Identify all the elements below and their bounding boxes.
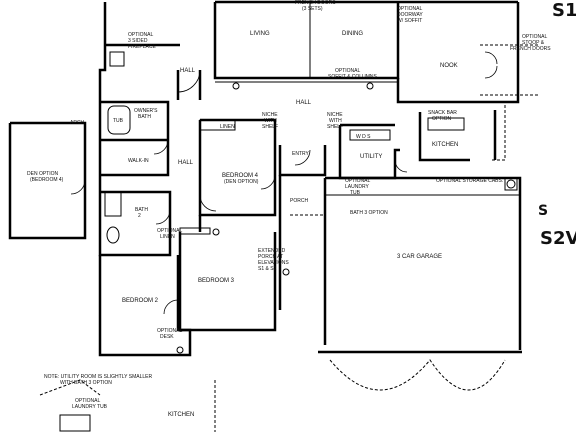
- label-stoop-3: FRENCH DOORS: [510, 46, 551, 52]
- label-bath2-2: 2: [138, 213, 141, 219]
- label-laundry-bottom-1: OPTIONAL: [75, 398, 101, 404]
- label-nook: NOOK: [440, 63, 458, 69]
- label-note-2: WITH BATH 3 OPTION: [60, 380, 112, 386]
- label-hall-upper: HALL: [180, 68, 196, 74]
- label-snack-2: OPTION: [432, 116, 452, 122]
- label-snack-1: SNACK BAR: [428, 110, 457, 116]
- label-ext-porch-2: PORCH AT: [258, 254, 283, 260]
- label-hall-center: HALL: [296, 100, 312, 106]
- label-ext-porch-4: S1 & S2: [258, 266, 277, 272]
- label-french-doors-sets: (3 SETS): [302, 6, 323, 12]
- label-niche2-3: SHELF: [327, 124, 343, 130]
- wall-nook-outer: [396, 2, 520, 104]
- label-bed4-2: (DEN OPTION): [224, 179, 259, 185]
- label-niche1-3: SHELF: [262, 124, 278, 130]
- label-soffit-2: SOFFIT & COLUMNS: [328, 74, 377, 80]
- label-opt-doorway-1: OPTIONAL: [397, 6, 423, 12]
- label-desk-1: OPTIONAL: [157, 328, 183, 334]
- label-elevation-s1: S1: [552, 0, 576, 21]
- label-soffit-1: OPTIONAL: [335, 68, 361, 74]
- label-hall-left: HALL: [178, 160, 194, 166]
- label-arch: ARCH: [70, 120, 85, 126]
- label-note-1: NOTE: UTILITY ROOM IS SLIGHTLY SMALLER: [44, 374, 152, 380]
- label-linen: LINEN: [220, 124, 235, 130]
- label-porch: PORCH: [290, 198, 308, 204]
- wall-living-dining: [213, 2, 400, 80]
- wall-bath2: [98, 175, 172, 257]
- label-wall-mark-s: S: [538, 203, 548, 219]
- wall-bedroom2: [98, 255, 192, 357]
- wall-utility: [338, 125, 400, 180]
- label-kitchen-bottom: KITCHEN: [168, 412, 194, 418]
- door-swings: [70, 51, 498, 315]
- label-laundry-3: TUB: [350, 190, 361, 196]
- label-niche1-2: WITH: [264, 118, 277, 124]
- wall-closet: [100, 100, 170, 177]
- label-dining: DINING: [342, 31, 363, 37]
- label-3sided-2: 3 SIDED: [128, 38, 148, 44]
- label-desk-2: DESK: [160, 334, 174, 340]
- wall-den: [8, 121, 87, 240]
- label-ext-porch-1: EXTENDED: [258, 248, 286, 254]
- label-opt-linen-1: OPTIONAL: [157, 228, 183, 234]
- label-garage: 3 CAR GARAGE: [397, 254, 442, 260]
- label-3sided-1: OPTIONAL: [128, 32, 154, 38]
- label-owners-bath-1: OWNER'S: [134, 108, 158, 114]
- label-tub: TUB: [113, 118, 124, 124]
- label-entry: ENTRY: [292, 151, 310, 157]
- label-laundry-bottom-2: LAUNDRY TUB: [72, 404, 108, 410]
- label-opt-doorway-3: W/ SOFFIT: [397, 18, 422, 24]
- labels: FRENCH DOORS (3 SETS) OPTIONAL DOORWAY W…: [27, 0, 576, 418]
- label-bath3: BATH 3 OPTION: [350, 210, 388, 216]
- label-walk-in: WALK-IN: [128, 158, 149, 164]
- label-3sided-3: FIREPLACE: [128, 44, 156, 50]
- label-bed2: BEDROOM 2: [122, 298, 159, 304]
- label-utility: UTILITY: [360, 154, 382, 160]
- wall-owners-suite: [98, 2, 107, 175]
- interior-lines: [59, 2, 520, 432]
- label-opt-doorway-2: DOORWAY: [397, 12, 423, 18]
- label-ext-porch-3: ELEVATIONS: [258, 260, 289, 266]
- wall-bedroom3: [178, 232, 277, 332]
- label-elevation-s2v: S2V: [540, 228, 576, 249]
- wall-garage: [325, 176, 522, 350]
- label-wds: W D S: [356, 134, 371, 140]
- label-french-doors: FRENCH DOORS: [295, 0, 336, 6]
- label-opt-linen-2: LINEN: [160, 234, 175, 240]
- columns: [176, 82, 374, 354]
- label-laundry-1: OPTIONAL: [345, 178, 371, 184]
- label-owners-bath-2: BATH: [138, 114, 151, 120]
- wall-kitchen: [418, 112, 470, 162]
- label-stoop-2: STOOP &: [522, 40, 545, 46]
- label-niche1-1: NICHE: [262, 112, 278, 118]
- label-den-2: (BEDROOM 4): [30, 177, 64, 183]
- dashed-lines: [39, 44, 540, 432]
- label-laundry-2: LAUNDRY: [345, 184, 369, 190]
- label-kitchen: KITCHEN: [432, 142, 458, 148]
- wall-bedroom4: [198, 118, 277, 217]
- label-stoop-1: OPTIONAL: [522, 34, 548, 40]
- label-bed4-1: BEDROOM 4: [222, 173, 259, 179]
- label-den-1: DEN OPTION: [27, 171, 59, 177]
- label-niche2-1: NICHE: [327, 112, 343, 118]
- label-bed3: BEDROOM 3: [198, 278, 235, 284]
- label-living: LIVING: [250, 31, 270, 37]
- label-storage: OPTIONAL STORAGE CABS.: [436, 178, 503, 184]
- label-bath2-1: BATH: [135, 207, 148, 213]
- walls: [8, 0, 522, 357]
- label-niche2-2: WITH: [329, 118, 342, 124]
- wall-entry: [278, 145, 327, 177]
